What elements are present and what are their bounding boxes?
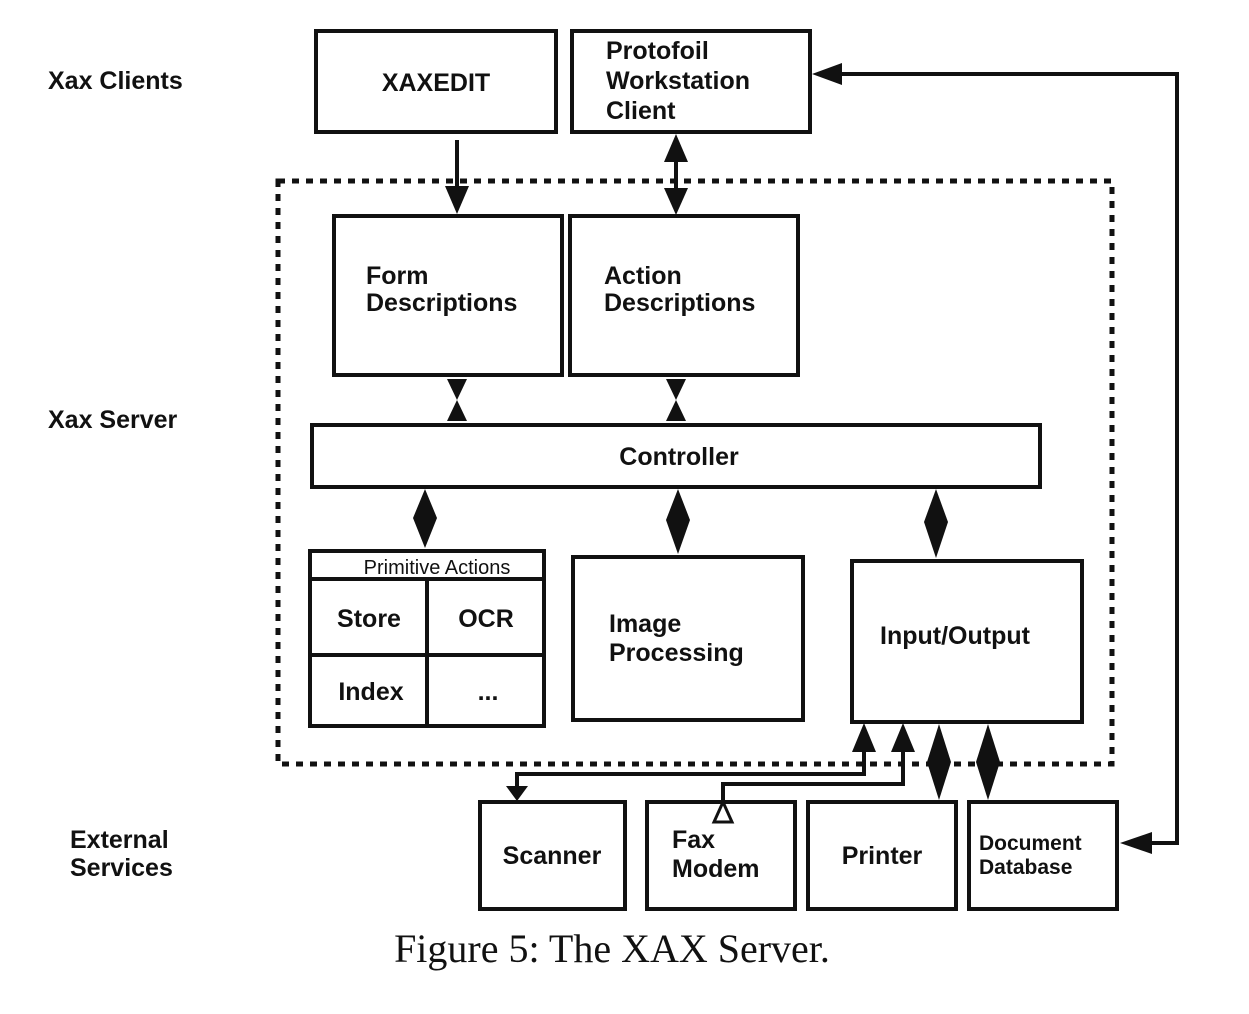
protofoil-label-line1: Protofoil <box>606 37 709 65</box>
arrow-xaxedit-to-form <box>445 140 469 214</box>
arrow-controller-primitive <box>413 489 437 548</box>
image-processing-line2: Processing <box>609 639 744 667</box>
arrow-database-protofoil <box>812 63 1179 854</box>
printer-box: Printer <box>806 800 958 911</box>
xax-server-boundary <box>275 178 1115 767</box>
primitive-cell-store: Store <box>337 605 401 633</box>
controller-box: Controller <box>310 423 1042 489</box>
primitive-cell-more: ... <box>478 678 499 706</box>
input-output-label: Input/Output <box>880 622 1031 650</box>
primitive-actions-box: Primitive Actions Store OCR Index ... <box>308 549 546 728</box>
form-descriptions-line2: Descriptions <box>366 289 517 317</box>
primitive-actions-title: Primitive Actions <box>364 557 511 579</box>
protofoil-client-box: Protofoil Workstation Client <box>570 29 812 134</box>
xaxedit-label: XAXEDIT <box>382 69 490 97</box>
action-descriptions-line1: Action <box>604 262 682 290</box>
arrow-io-fax <box>711 723 915 824</box>
printer-label: Printer <box>842 842 923 870</box>
arrow-action-controller <box>666 379 686 421</box>
arrow-io-printer <box>927 724 951 800</box>
section-label-xax-clients: Xax Clients <box>48 67 183 95</box>
fax-modem-line1: Fax <box>672 826 715 854</box>
scanner-label: Scanner <box>503 842 602 870</box>
arrow-form-controller <box>447 379 467 421</box>
form-descriptions-line1: Form <box>366 262 429 290</box>
section-label-external-line2: Services <box>70 854 173 882</box>
arrow-protofoil-action <box>664 134 688 215</box>
controller-label: Controller <box>619 443 739 471</box>
section-label-external-line1: External <box>70 826 169 854</box>
scanner-box: Scanner <box>478 800 627 911</box>
section-label-xax-server: Xax Server <box>48 406 178 434</box>
document-database-box: Document Database <box>967 800 1119 911</box>
action-descriptions-box: Action Descriptions <box>568 214 800 377</box>
protofoil-label-line3: Client <box>606 97 676 125</box>
figure-caption: Figure 5: The XAX Server. <box>394 926 830 971</box>
fax-modem-line2: Modem <box>672 855 760 883</box>
image-processing-box: Image Processing <box>571 555 805 722</box>
primitive-cell-ocr: OCR <box>458 605 514 633</box>
image-processing-line1: Image <box>609 610 681 638</box>
xaxedit-client-box: XAXEDIT <box>314 29 558 134</box>
arrow-io-database <box>976 724 1000 800</box>
arrow-controller-io <box>924 489 948 558</box>
protofoil-label-line2: Workstation <box>606 67 750 95</box>
arrow-controller-image <box>666 489 690 554</box>
primitive-cell-index: Index <box>338 678 403 706</box>
arrow-io-scanner <box>506 723 876 801</box>
form-descriptions-box: Form Descriptions <box>332 214 564 377</box>
document-database-line1: Document <box>979 832 1082 855</box>
action-descriptions-line2: Descriptions <box>604 289 755 317</box>
input-output-box: Input/Output <box>850 559 1084 724</box>
document-database-line2: Database <box>979 856 1072 879</box>
